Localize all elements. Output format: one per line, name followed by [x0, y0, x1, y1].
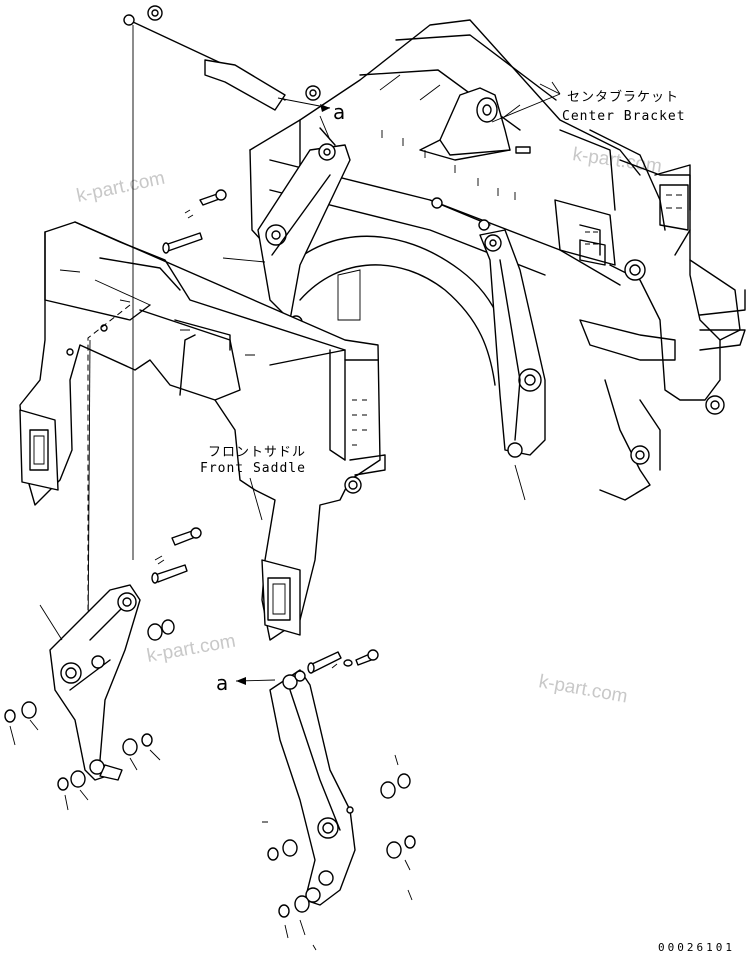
- watermark-lower-right: k-part.com: [537, 671, 629, 707]
- lower-left-arm: [39, 584, 141, 781]
- center-bracket-assembly: [123, 5, 746, 501]
- center-bracket-label-jp: センタブラケット: [567, 89, 679, 105]
- front-saddle-label-en: Front Saddle: [200, 461, 306, 476]
- watermark-top-left: k-part.com: [75, 168, 167, 207]
- reference-a-upper: a: [333, 100, 345, 124]
- center-bracket-label-en: Center Bracket: [562, 109, 686, 124]
- bushings-right: [262, 754, 416, 951]
- drawing-code: 00026101: [658, 941, 735, 954]
- front-saddle-assembly: [19, 221, 386, 641]
- center-bracket-leader: [491, 93, 561, 123]
- bushings-left: [4, 619, 175, 811]
- reference-a-lower: a: [216, 671, 228, 695]
- pin-bolt-group-right: [307, 649, 379, 674]
- lower-right-arm: [269, 669, 356, 906]
- front-saddle-label-jp: フロントサドル: [208, 445, 306, 460]
- pin-bolt-group-left: [151, 189, 227, 584]
